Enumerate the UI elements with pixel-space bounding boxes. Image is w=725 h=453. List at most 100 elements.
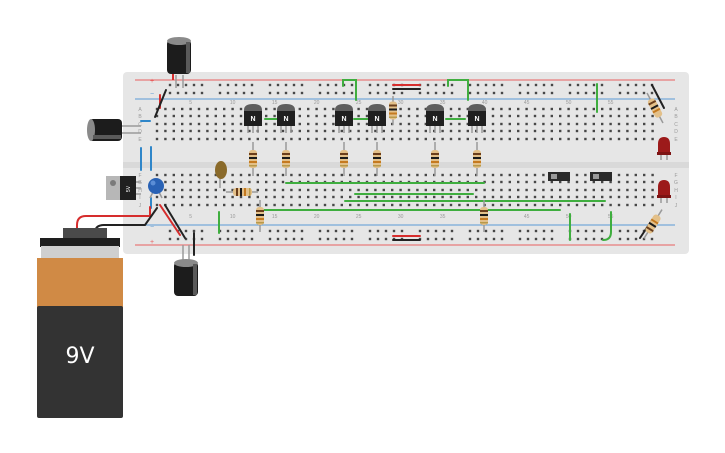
breadboard-hole[interactable] (382, 129, 385, 133)
breadboard-hole[interactable] (315, 107, 318, 111)
breadboard-hole[interactable] (584, 137, 587, 141)
breadboard-hole[interactable] (617, 173, 621, 177)
breadboard-hole[interactable] (172, 107, 175, 111)
breadboard-hole[interactable] (231, 195, 234, 199)
breadboard-hole[interactable] (290, 173, 293, 177)
rail-hole[interactable] (476, 91, 480, 95)
breadboard-hole[interactable] (517, 173, 520, 177)
breadboard-hole[interactable] (584, 129, 587, 133)
breadboard-hole[interactable] (601, 114, 604, 118)
breadboard-hole[interactable] (508, 137, 511, 141)
breadboard-hole[interactable] (273, 107, 276, 111)
rail-hole[interactable] (326, 83, 330, 87)
breadboard-hole[interactable] (651, 137, 654, 141)
rail-hole[interactable] (550, 237, 554, 241)
breadboard-hole[interactable] (491, 129, 495, 133)
breadboard-hole[interactable] (651, 114, 654, 118)
breadboard-hole[interactable] (525, 180, 528, 184)
breadboard-hole[interactable] (559, 114, 562, 118)
rail-hole[interactable] (350, 237, 354, 241)
rail-hole[interactable] (618, 237, 622, 241)
breadboard-hole[interactable] (298, 195, 301, 199)
breadboard-hole[interactable] (298, 137, 301, 141)
breadboard-hole[interactable] (500, 195, 503, 199)
breadboard-hole[interactable] (626, 203, 629, 207)
breadboard-hole[interactable] (365, 188, 369, 192)
breadboard-hole[interactable] (550, 114, 553, 118)
breadboard-hole[interactable] (164, 114, 167, 118)
rail-hole[interactable] (250, 91, 254, 95)
breadboard-hole[interactable] (256, 195, 259, 199)
breadboard-hole[interactable] (584, 173, 587, 177)
rail-hole[interactable] (492, 83, 496, 87)
breadboard-hole[interactable] (407, 188, 411, 192)
breadboard-hole[interactable] (231, 188, 234, 192)
rail-hole[interactable] (318, 237, 322, 241)
breadboard-hole[interactable] (491, 195, 495, 199)
rail-hole[interactable] (368, 229, 372, 233)
rail-hole[interactable] (300, 237, 304, 241)
breadboard-hole[interactable] (601, 188, 604, 192)
breadboard-hole[interactable] (239, 114, 243, 118)
breadboard-hole[interactable] (592, 137, 595, 141)
rail-hole[interactable] (284, 237, 288, 241)
breadboard-hole[interactable] (567, 114, 570, 118)
breadboard-hole[interactable] (298, 203, 301, 207)
breadboard-hole[interactable] (559, 195, 562, 199)
breadboard-hole[interactable] (626, 137, 629, 141)
breadboard-hole[interactable] (298, 173, 301, 177)
breadboard-hole[interactable] (164, 122, 167, 126)
breadboard-hole[interactable] (449, 188, 453, 192)
breadboard-hole[interactable] (609, 114, 612, 118)
breadboard-hole[interactable] (542, 195, 545, 199)
rail-hole[interactable] (184, 237, 188, 241)
breadboard-hole[interactable] (189, 173, 192, 177)
breadboard-hole[interactable] (491, 203, 495, 207)
breadboard-hole[interactable] (239, 129, 243, 133)
rail-hole[interactable] (484, 229, 488, 233)
breadboard-hole[interactable] (290, 137, 293, 141)
rail-hole[interactable] (242, 91, 246, 95)
rail-hole[interactable] (600, 91, 604, 95)
rail-hole[interactable] (592, 83, 596, 87)
rail-hole[interactable] (234, 83, 238, 87)
breadboard-hole[interactable] (357, 114, 360, 118)
rail-hole[interactable] (426, 237, 430, 241)
breadboard-hole[interactable] (575, 180, 579, 184)
breadboard-hole[interactable] (500, 180, 503, 184)
breadboard-hole[interactable] (475, 129, 478, 133)
rail-hole[interactable] (450, 91, 454, 95)
rail-hole[interactable] (600, 229, 604, 233)
breadboard-hole[interactable] (609, 122, 612, 126)
breadboard-hole[interactable] (407, 173, 411, 177)
breadboard-hole[interactable] (592, 122, 595, 126)
breadboard-hole[interactable] (575, 203, 579, 207)
breadboard-hole[interactable] (231, 137, 234, 141)
breadboard-hole[interactable] (424, 107, 427, 111)
breadboard-hole[interactable] (214, 129, 217, 133)
breadboard-hole[interactable] (601, 122, 604, 126)
breadboard-hole[interactable] (475, 188, 478, 192)
rail-hole[interactable] (650, 91, 654, 95)
breadboard-hole[interactable] (626, 107, 629, 111)
breadboard-hole[interactable] (508, 129, 511, 133)
breadboard-hole[interactable] (248, 173, 251, 177)
rail-hole[interactable] (434, 237, 438, 241)
breadboard-hole[interactable] (458, 173, 461, 177)
rail-hole[interactable] (192, 229, 196, 233)
breadboard-hole[interactable] (323, 114, 327, 118)
breadboard-hole[interactable] (559, 129, 562, 133)
breadboard-hole[interactable] (265, 180, 268, 184)
breadboard-hole[interactable] (323, 173, 327, 177)
breadboard-hole[interactable] (172, 122, 175, 126)
breadboard-hole[interactable] (315, 137, 318, 141)
breadboard-hole[interactable] (575, 173, 579, 177)
breadboard-hole[interactable] (525, 203, 528, 207)
breadboard-hole[interactable] (214, 107, 217, 111)
rail-hole[interactable] (168, 83, 172, 87)
breadboard-hole[interactable] (584, 195, 587, 199)
breadboard-hole[interactable] (307, 107, 310, 111)
breadboard-hole[interactable] (206, 137, 209, 141)
rail-hole[interactable] (626, 91, 630, 95)
breadboard-hole[interactable] (475, 173, 478, 177)
